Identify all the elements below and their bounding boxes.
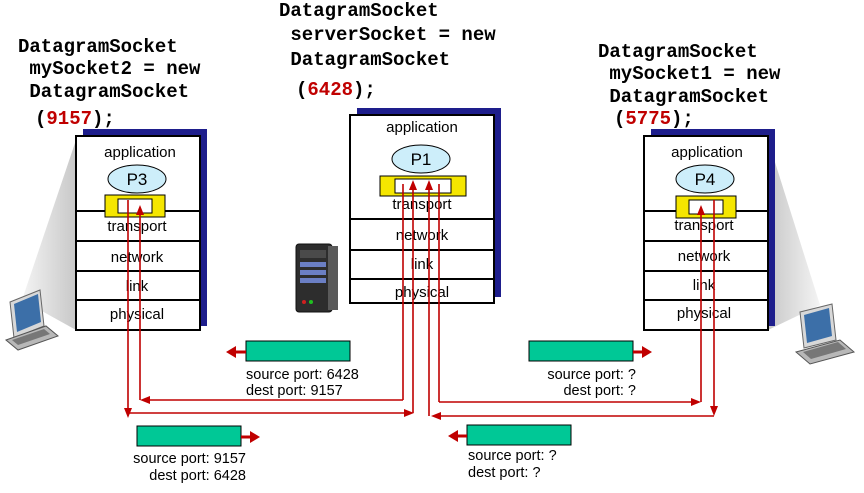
stack-right: application transport network link physi… [643, 129, 775, 331]
code-line: (5775); [614, 108, 694, 130]
segment-source-port: source port: 6428 [246, 367, 359, 383]
host-cone-right [768, 140, 820, 330]
process-ellipse [675, 164, 735, 194]
layer-link: link [126, 278, 149, 295]
server-icon [295, 243, 338, 313]
segment-direction-arrow [226, 346, 236, 358]
segment-dest-port: dest port: 9157 [246, 383, 343, 399]
layer-link: link [411, 256, 434, 273]
layer-network: network [111, 249, 164, 266]
arrowhead [710, 406, 718, 416]
arrowhead [691, 398, 701, 406]
layer-link: link [693, 277, 716, 294]
client-left-code: DatagramSocket mySocket2 = new DatagramS… [18, 36, 201, 130]
segment-p3-to-server: source port: 9157 dest port: 6428 [133, 425, 260, 484]
code-line: DatagramSocket [598, 41, 758, 63]
stack-left: application transport network link physi… [75, 129, 207, 331]
arrowhead [404, 409, 414, 417]
code-line: DatagramSocket [18, 36, 178, 58]
segment-direction-arrow [448, 430, 458, 442]
layer-transport: transport [674, 217, 734, 234]
layer-physical: physical [395, 284, 449, 301]
close-paren: ); [671, 108, 694, 130]
port-number: 5775 [625, 108, 671, 130]
host-cone-left [22, 140, 76, 330]
code-line: mySocket2 = new [18, 58, 201, 80]
code-line: DatagramSocket [279, 0, 439, 22]
open-paren: ( [296, 79, 307, 101]
segment-dest-port: dest port: ? [468, 465, 541, 481]
segment-dest-port: dest port: 6428 [149, 468, 246, 484]
code-line: (6428); [296, 79, 376, 101]
segment-server-to-p4: source port: ? dest port: ? [528, 340, 652, 399]
process-label: P4 [695, 170, 716, 189]
layer-network: network [678, 248, 731, 265]
arrowhead [136, 205, 144, 215]
laptop-right-icon [794, 303, 856, 365]
flow-paths [124, 180, 718, 420]
port-number: 9157 [46, 108, 92, 130]
code-line: serverSocket = new [279, 24, 496, 46]
segment-p4-to-server: source port: ? dest port: ? [448, 424, 572, 481]
layer-application: application [671, 144, 743, 161]
open-paren: ( [35, 108, 46, 130]
segment-source-port: source port: 9157 [133, 451, 246, 467]
segment-source-port: source port: ? [468, 448, 557, 464]
code-line: DatagramSocket [279, 49, 450, 71]
arrowhead [431, 412, 441, 420]
code-line: DatagramSocket [18, 81, 189, 103]
segment-box [245, 340, 351, 362]
segment-direction-arrow [250, 431, 260, 443]
laptop-left-icon [5, 289, 59, 351]
layer-transport: transport [392, 196, 452, 213]
layer-application: application [386, 119, 458, 136]
process-ellipse [107, 164, 167, 194]
segment-box [136, 425, 242, 447]
layer-application: application [104, 144, 176, 161]
stack-server: application transport network link physi… [349, 108, 501, 304]
close-paren: ); [92, 108, 115, 130]
arrowhead [697, 205, 705, 215]
segment-server-to-p3: source port: 6428 dest port: 9157 [226, 340, 359, 399]
layer-physical: physical [677, 305, 731, 322]
code-line: DatagramSocket [598, 86, 769, 108]
segment-box [528, 340, 634, 362]
process-label: P3 [127, 170, 148, 189]
segment-source-port: source port: ? [547, 367, 636, 383]
process-label: P1 [411, 150, 432, 169]
code-line: mySocket1 = new [598, 63, 781, 85]
segment-box [466, 424, 572, 446]
arrowhead [140, 396, 150, 404]
client-right-code: DatagramSocket mySocket1 = new DatagramS… [598, 41, 781, 130]
layer-physical: physical [110, 306, 164, 323]
code-line: (9157); [35, 108, 115, 130]
close-paren: ); [353, 79, 376, 101]
server-code: DatagramSocket serverSocket = new Datagr… [279, 0, 496, 101]
layer-network: network [396, 227, 449, 244]
process-ellipse [391, 144, 451, 174]
layer-transport: transport [107, 218, 167, 235]
arrowhead [425, 180, 433, 190]
open-paren: ( [614, 108, 625, 130]
segment-direction-arrow [642, 346, 652, 358]
arrowhead [409, 180, 417, 190]
port-number: 6428 [307, 79, 353, 101]
segment-dest-port: dest port: ? [563, 383, 636, 399]
